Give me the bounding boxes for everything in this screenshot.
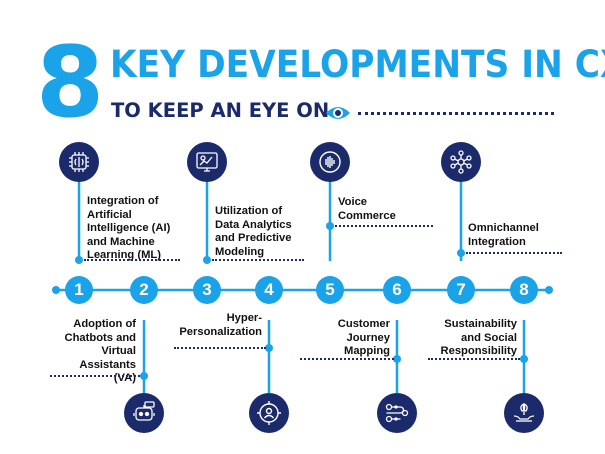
step-underline-5 (335, 225, 433, 227)
step-number-1: 1 (65, 276, 93, 304)
step-label-7: Omnichannel Integration (468, 222, 539, 248)
step-underline-4 (174, 347, 266, 349)
eye-icon (326, 107, 350, 119)
step-number-4: 4 (255, 276, 283, 304)
step-number-6: 6 (383, 276, 411, 304)
step-label-6: Customer Journey Mapping (337, 318, 390, 357)
step-label-2: Adoption of Chatbots and Virtual Assista… (64, 318, 136, 384)
header-title: KEY DEVELOPMENTS IN CX (110, 43, 605, 86)
step-number-7: 7 (447, 276, 475, 304)
eco-hands-icon (504, 393, 544, 433)
analytics-dashboard-icon (187, 142, 227, 182)
step-underline-3 (212, 259, 304, 261)
step-underline-1 (84, 259, 180, 261)
step-number-5: 5 (316, 276, 344, 304)
timeline-end-dot (545, 286, 553, 294)
step-label-3: Utilization of Data Analytics and Predic… (215, 205, 292, 258)
step-label-8: Sustainability and Social Responsibility (440, 318, 517, 357)
network-hub-icon (441, 142, 481, 182)
step-label-1: Integration of Artificial Intelligence (… (87, 195, 171, 261)
header-dotted-rule (358, 112, 554, 115)
step-underline-7 (466, 252, 562, 254)
timeline-start-dot (52, 286, 60, 294)
step-number-2: 2 (130, 276, 158, 304)
journey-path-icon (377, 393, 417, 433)
step-underline-2 (50, 375, 140, 377)
step-number-8: 8 (510, 276, 538, 304)
step-label-4: Hyper-Personalization (179, 312, 262, 338)
target-person-icon (249, 393, 289, 433)
step-number-3: 3 (193, 276, 221, 304)
ai-chip-brain-icon (59, 142, 99, 182)
header-subtitle: TO KEEP AN EYE ON (111, 99, 330, 122)
step-underline-6 (300, 358, 394, 360)
step-label-5: Voice Commerce (338, 196, 396, 222)
header-number: 8 (36, 26, 104, 140)
step-underline-8 (428, 358, 520, 360)
chatbot-icon (124, 393, 164, 433)
voice-wave-icon (310, 142, 350, 182)
